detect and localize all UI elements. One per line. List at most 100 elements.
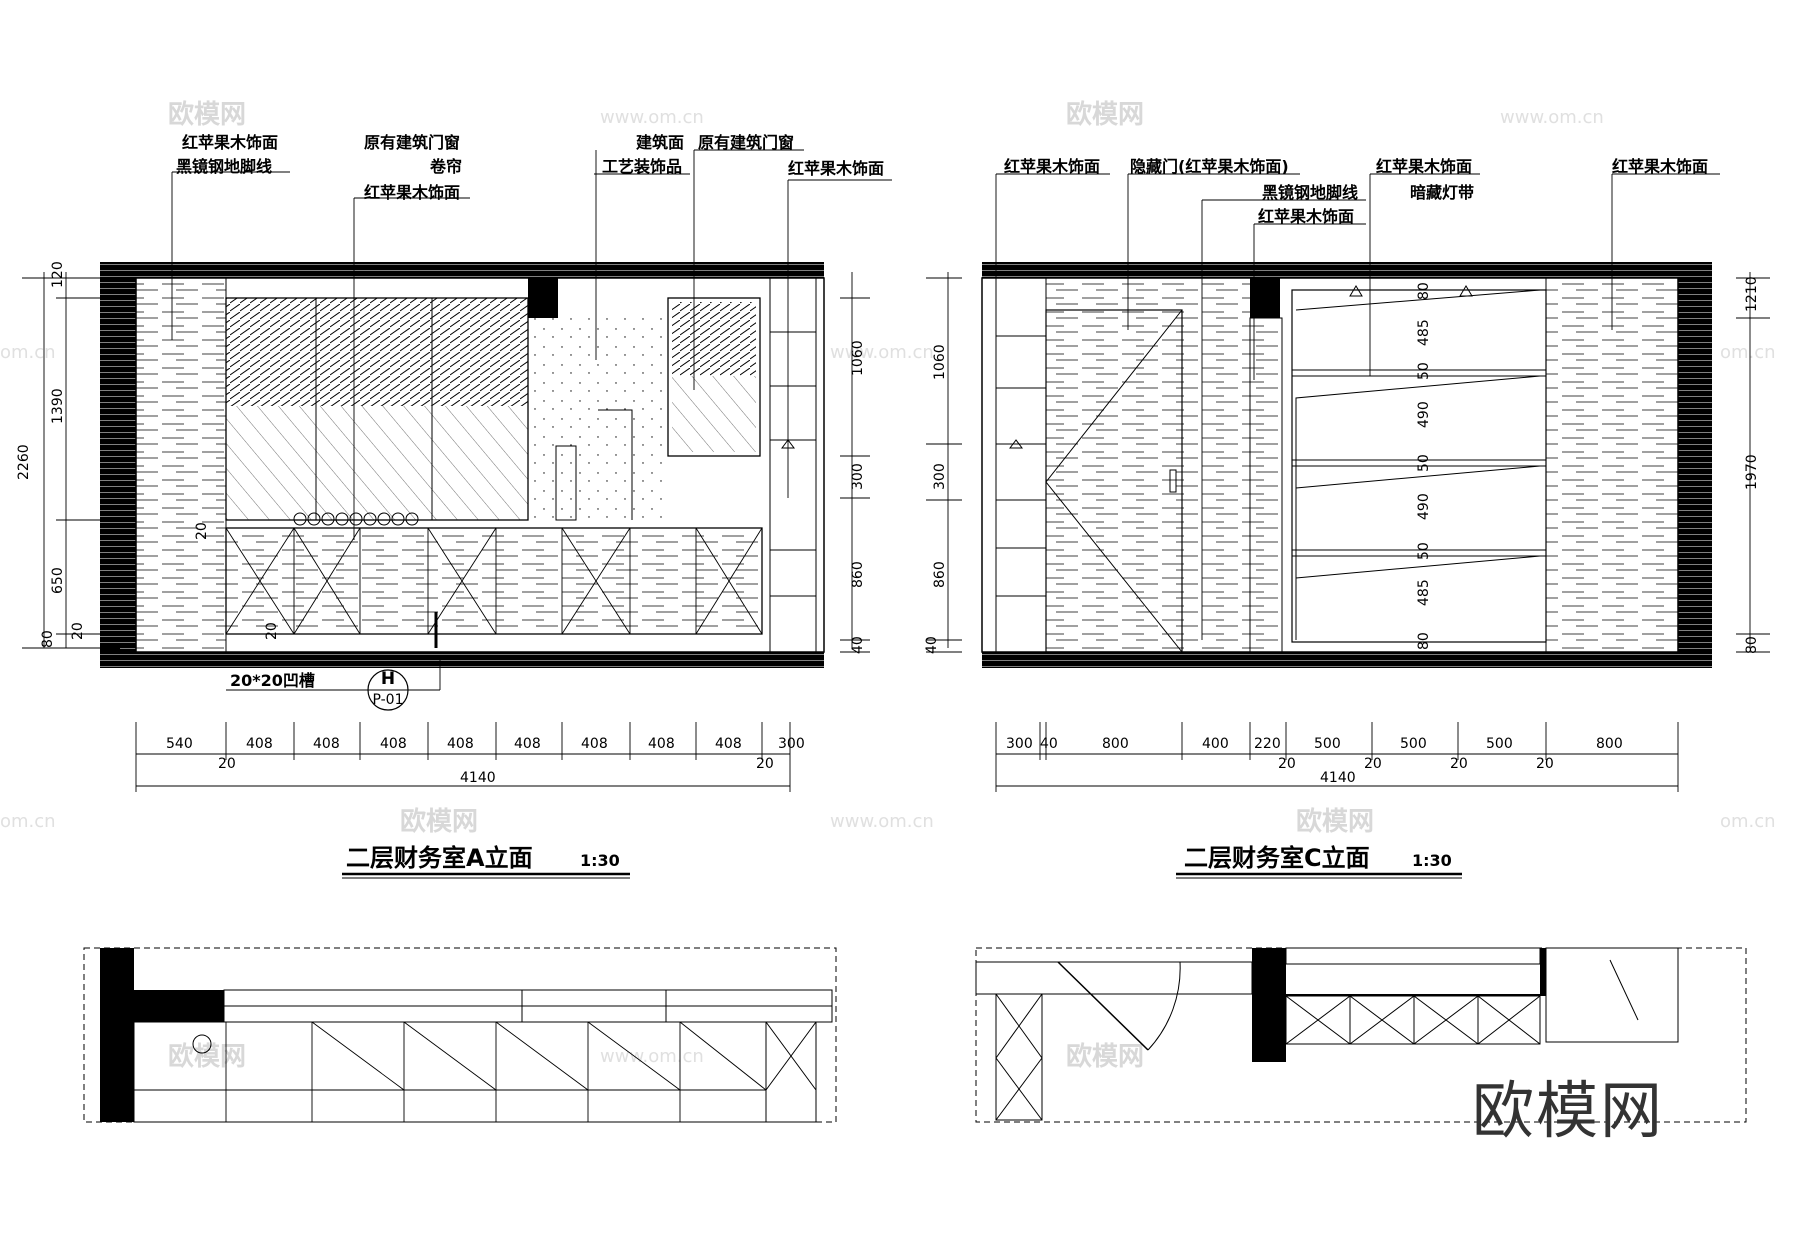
shelf-dims: 80 485 50 490 50 490 50 485 80 bbox=[1416, 282, 1432, 650]
watermark-logo: 欧模网 bbox=[1066, 1041, 1144, 1072]
leaders-c bbox=[995, 173, 1720, 640]
dim-label: 490 bbox=[1416, 401, 1432, 428]
dim-label: 500 bbox=[1486, 736, 1513, 752]
dim-label: 540 bbox=[166, 736, 193, 752]
watermark-url: om.cn bbox=[0, 811, 56, 832]
dim-label: 300 bbox=[932, 463, 948, 490]
dim-label: 1060 bbox=[932, 344, 948, 380]
dim-label: 20 bbox=[218, 756, 236, 772]
window-right bbox=[667, 297, 761, 457]
dim-label: 408 bbox=[514, 736, 541, 752]
dim-label: 1060 bbox=[850, 340, 866, 376]
elevation-c: 红苹果木饰面 隐藏门(红苹果木饰面) 黑镜钢地脚线 红苹果木饰面 红苹果木饰面 … bbox=[781, 157, 1770, 879]
wood-panel bbox=[1545, 277, 1679, 653]
watermark-url: om.cn bbox=[0, 342, 56, 363]
dim-label: 20 bbox=[264, 622, 280, 640]
watermark-url: www.om.cn bbox=[1500, 107, 1604, 128]
dim-label: 20 bbox=[1536, 756, 1554, 772]
watermark-logo: 欧模网 bbox=[168, 1041, 246, 1072]
label-black-mirror-steel: 黑镜钢地脚线 bbox=[1262, 183, 1358, 202]
watermark-url: www.om.cn bbox=[600, 1046, 704, 1067]
elevation-title: 二层财务室C立面 bbox=[1184, 844, 1370, 872]
watermark-url: www.om.cn bbox=[600, 107, 704, 128]
side-shelf bbox=[769, 277, 817, 653]
beam bbox=[1250, 278, 1280, 318]
elevation-a: 红苹果木饰面 黑镜钢地脚线 原有建筑门窗 卷帘 红苹果木饰面 建筑面 工艺装饰品… bbox=[16, 133, 892, 879]
dim-label: 80 bbox=[1744, 636, 1760, 654]
dim-label: 20 bbox=[1450, 756, 1468, 772]
brand-logo: 欧模网 bbox=[1472, 1074, 1664, 1147]
dim-label: 20 bbox=[194, 522, 210, 540]
section-mark: H P-01 bbox=[367, 669, 409, 711]
low-cabinet bbox=[225, 527, 763, 635]
shelf-plan bbox=[1285, 947, 1679, 1045]
dim-label: 408 bbox=[715, 736, 742, 752]
label-arch-surface: 建筑面 bbox=[636, 133, 684, 152]
dim-label: 300 bbox=[778, 736, 805, 752]
dim-label: 80 bbox=[1416, 282, 1432, 300]
section-ref: P-01 bbox=[372, 692, 403, 708]
label-hidden-light: 暗藏灯带 bbox=[1410, 183, 1474, 202]
label-hp-veneer: 红苹果木饰面 bbox=[788, 159, 884, 178]
dim-label: 408 bbox=[581, 736, 608, 752]
plan-right bbox=[975, 947, 1747, 1123]
dim-label: 408 bbox=[648, 736, 675, 752]
watermark-url: www.om.cn bbox=[830, 342, 934, 363]
dim-label: 50 bbox=[1416, 542, 1432, 560]
spotlights bbox=[781, 285, 1473, 449]
cabinet-plan bbox=[133, 1021, 767, 1123]
door-handle bbox=[1169, 469, 1177, 493]
wood-panel bbox=[1046, 278, 1250, 652]
watermark-logo: 欧模网 bbox=[1296, 806, 1374, 837]
dim-label: 50 bbox=[1416, 362, 1432, 380]
dim-label: 1210 bbox=[1744, 276, 1760, 312]
glass bbox=[226, 406, 528, 520]
dim-label: 485 bbox=[1416, 579, 1432, 606]
decor-circles bbox=[293, 512, 419, 526]
watermark-url: www.om.cn bbox=[830, 811, 934, 832]
dim-label: 40 bbox=[924, 636, 940, 654]
dim-label: 485 bbox=[1416, 319, 1432, 346]
steel-strip bbox=[1249, 317, 1283, 653]
hidden-door bbox=[1045, 309, 1183, 653]
dim-label: 860 bbox=[932, 561, 948, 588]
label-hp-veneer: 红苹果木饰面 bbox=[364, 183, 460, 202]
dim-label: 300 bbox=[850, 463, 866, 490]
dim-label: 80 bbox=[1416, 632, 1432, 650]
label-hp-veneer: 红苹果木饰面 bbox=[1258, 207, 1354, 226]
beam bbox=[528, 278, 558, 318]
craft-deco-wall bbox=[528, 318, 668, 520]
label-craft-deco: 工艺装饰品 bbox=[602, 157, 682, 176]
label-hp-veneer: 红苹果木饰面 bbox=[1004, 157, 1100, 176]
section-letter: H bbox=[381, 669, 395, 689]
dim-label: 20 bbox=[756, 756, 774, 772]
dim-label: 1970 bbox=[1744, 454, 1760, 490]
dim-label: 220 bbox=[1254, 736, 1281, 752]
watermark-url: om.cn bbox=[1720, 811, 1776, 832]
dim-label: 408 bbox=[447, 736, 474, 752]
dim-label: 20 bbox=[1364, 756, 1382, 772]
wood-panel bbox=[136, 278, 226, 652]
elevation-scale: 1:30 bbox=[1412, 851, 1452, 870]
label-hidden-door: 隐藏门(红苹果木饰面) bbox=[1130, 157, 1289, 176]
wall-section bbox=[1252, 948, 1546, 1062]
dim-label: 650 bbox=[50, 567, 66, 594]
dim-label: 800 bbox=[1102, 736, 1129, 752]
dim-label: 80 bbox=[40, 630, 56, 648]
label-hp-veneer: 红苹果木饰面 bbox=[1612, 157, 1708, 176]
dim-label: 40 bbox=[1040, 736, 1058, 752]
label-black-mirror-steel: 黑镜钢地脚线 bbox=[176, 157, 272, 176]
elevation-scale: 1:30 bbox=[580, 851, 620, 870]
dim-label: 400 bbox=[1202, 736, 1229, 752]
door-swing bbox=[1147, 961, 1181, 1051]
dim-label: 408 bbox=[246, 736, 273, 752]
plan-left bbox=[83, 947, 837, 1123]
label-hp-veneer: 红苹果木饰面 bbox=[182, 133, 278, 152]
label-roller-blind: 卷帘 bbox=[429, 157, 462, 176]
roller-blind bbox=[226, 298, 528, 406]
dim-label: 1390 bbox=[50, 388, 66, 424]
dim-total: 4140 bbox=[1320, 770, 1356, 786]
dim-label: 2260 bbox=[16, 444, 32, 480]
watermark-logo: 欧模网 bbox=[168, 99, 246, 130]
dim-label: 500 bbox=[1400, 736, 1427, 752]
